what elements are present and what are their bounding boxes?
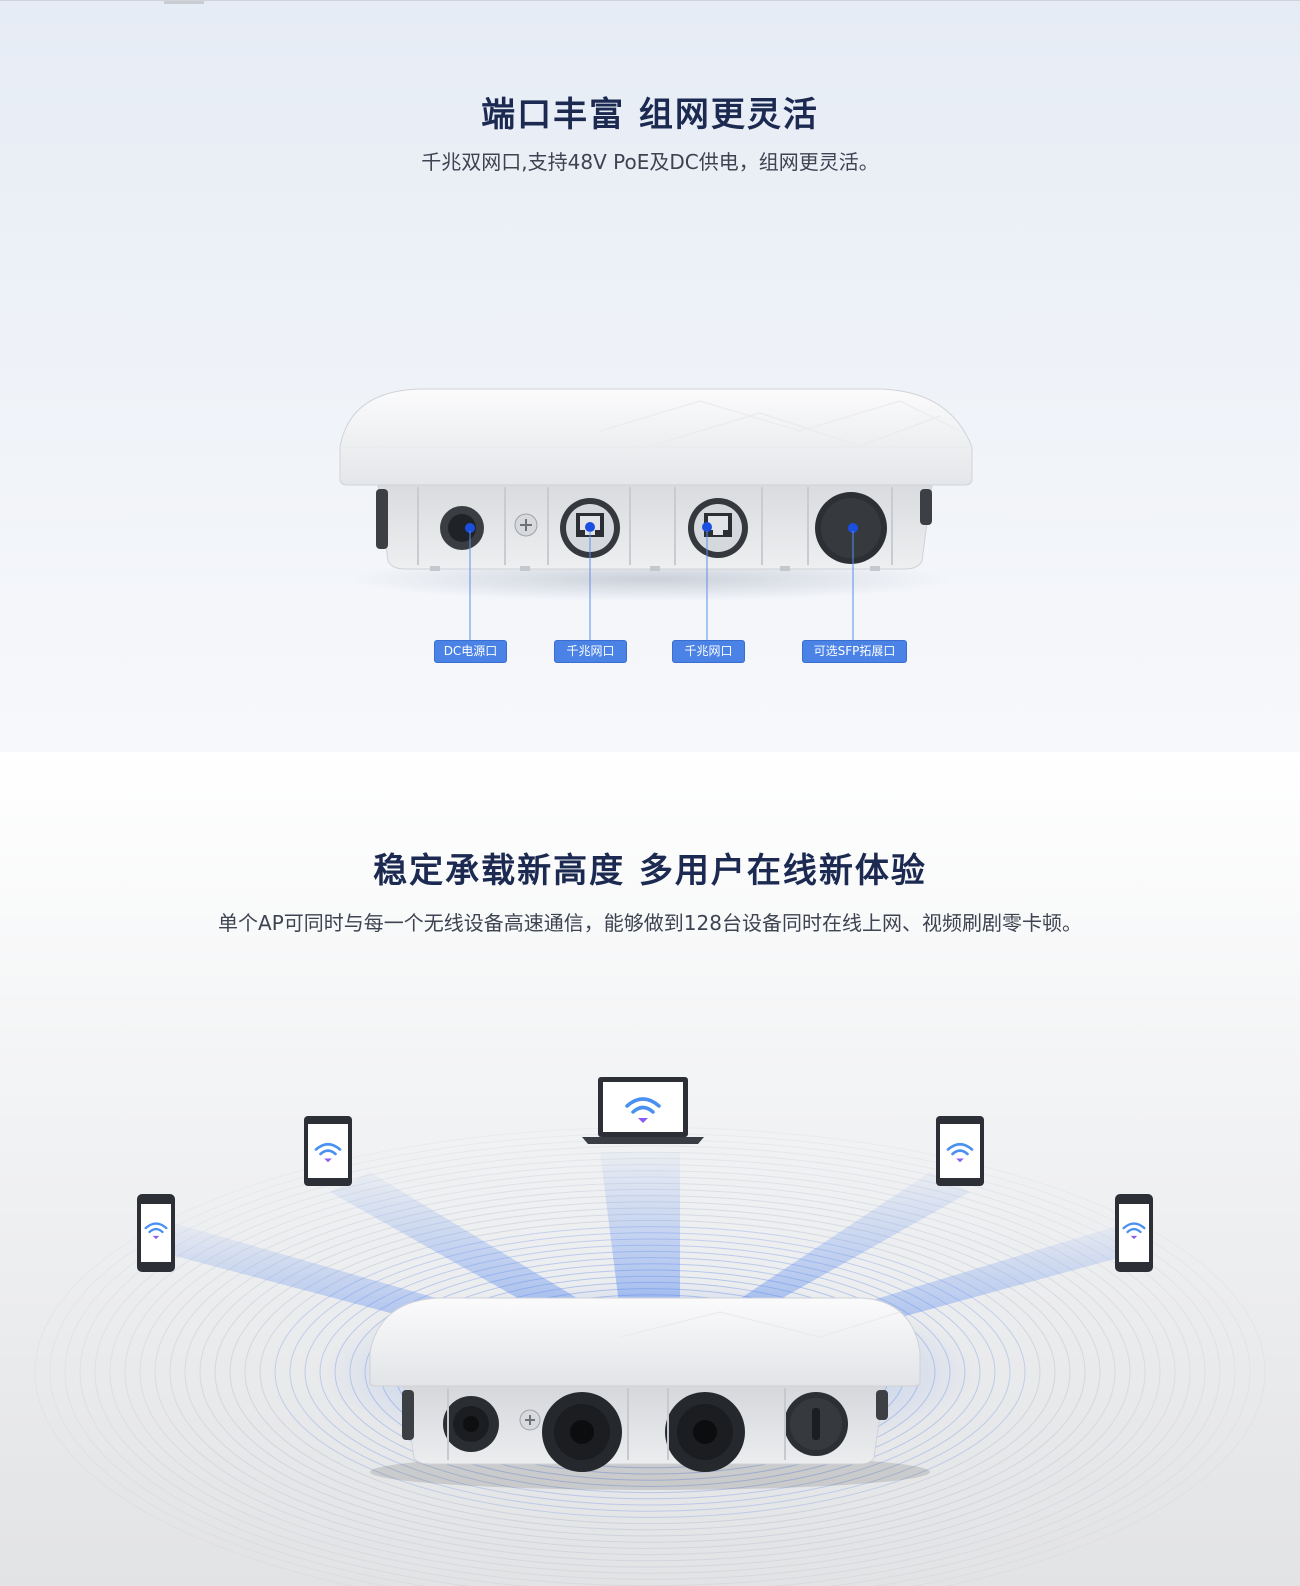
top-divider-mark — [164, 1, 204, 4]
section-title-ports: 端口丰富 组网更灵活 — [481, 95, 819, 135]
section-rich-ports: 端口丰富 组网更灵活 千兆双网口,支持48V PoE及DC供电，组网更灵活。 — [0, 0, 1300, 752]
wifi-icon — [625, 1097, 661, 1123]
laptop-icon — [582, 1077, 704, 1144]
wifi-icon — [1122, 1222, 1146, 1240]
section-subtitle-users: 单个AP可同时与每一个无线设备高速通信，能够做到128台设备同时在线上网、视频刷… — [218, 911, 1082, 935]
label-gigabit-port-1: 千兆网口 — [555, 641, 626, 662]
phone-icon-right — [1115, 1194, 1153, 1272]
access-point-device-bottom — [369, 1297, 930, 1490]
section-title-users: 稳定承载新高度 多用户在线新体验 — [373, 851, 927, 891]
label-dc-power-port: DC电源口 — [435, 641, 506, 662]
section-subtitle-ports: 千兆双网口,支持48V PoE及DC供电，组网更灵活。 — [421, 150, 879, 174]
tablet-icon-left — [304, 1116, 352, 1186]
label-gigabit-port-2: 千兆网口 — [673, 641, 744, 662]
wifi-icon — [314, 1142, 342, 1163]
signal-ring — [79, 1145, 1221, 1586]
wifi-icon — [144, 1222, 168, 1240]
phone-icon-left — [137, 1194, 175, 1272]
section-multi-user: 稳定承载新高度 多用户在线新体验 单个AP可同时与每一个无线设备高速通信，能够做… — [0, 752, 1300, 1586]
wifi-icon — [946, 1142, 974, 1163]
label-sfp-port: 可选SFP拓展口 — [803, 641, 906, 662]
tablet-icon-right — [936, 1116, 984, 1186]
access-point-device — [339, 388, 973, 641]
coverage-illustration — [34, 1077, 1266, 1586]
